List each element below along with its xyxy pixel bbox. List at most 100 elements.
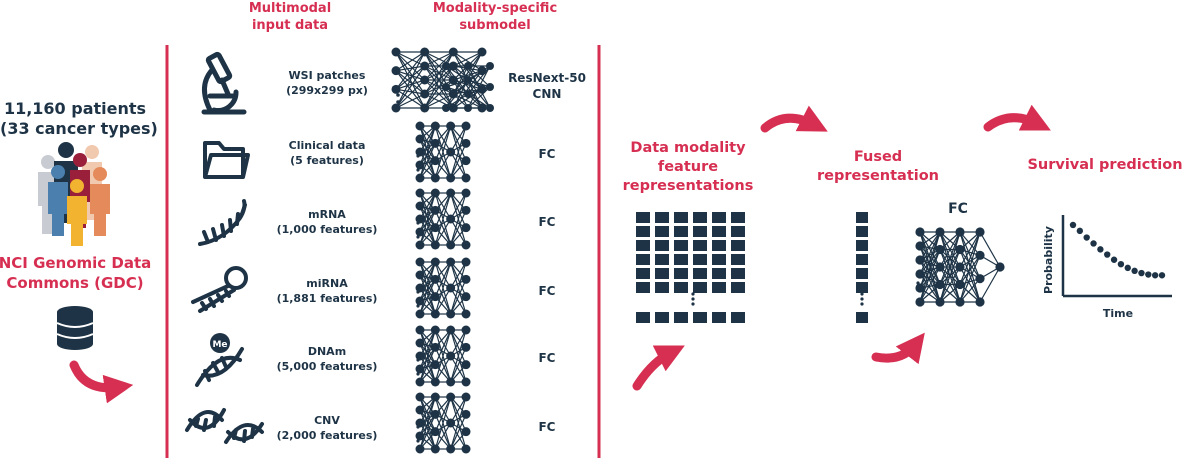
network-node [430, 427, 440, 437]
ellipsis-dot [396, 86, 400, 90]
network-node [955, 297, 965, 307]
modality-detail: (1,000 features) [276, 223, 378, 236]
network-node [995, 262, 1005, 272]
network-edge [419, 125, 436, 153]
modality-name: Clinical data [288, 139, 366, 152]
network-node [955, 279, 965, 290]
network-node [430, 325, 440, 335]
network-edge [419, 347, 436, 383]
curve-point [1158, 272, 1166, 279]
network-edge [419, 396, 436, 424]
ellipsis-dot [396, 93, 400, 97]
network-node [935, 244, 945, 255]
network-node [461, 325, 471, 335]
network-node [464, 104, 472, 112]
feature-cell [674, 312, 688, 323]
network-node [461, 377, 471, 387]
features-line-1: Data modality [630, 140, 746, 156]
network-edge [419, 329, 436, 357]
network-edge [959, 249, 981, 303]
modality-name: miRNA [306, 277, 348, 290]
network-node [464, 90, 472, 98]
feature-cell [712, 268, 726, 279]
network-node [915, 283, 925, 293]
network-graph [415, 188, 471, 250]
network-edge [395, 65, 426, 90]
survival-plot [1061, 215, 1172, 298]
fusion-fc-network [915, 227, 1005, 307]
network-node [461, 156, 471, 166]
network-edge [434, 218, 452, 246]
modality-detail: (1,881 features) [276, 292, 378, 305]
network-node [461, 360, 471, 370]
network-node [446, 418, 456, 428]
curve-point [1145, 271, 1152, 278]
network-edge [424, 51, 454, 81]
submodel-label-clinical: FC [538, 147, 556, 161]
network-edge [395, 51, 426, 90]
submodel-label-cnv: FC [538, 420, 556, 434]
network-edge [434, 396, 452, 450]
network-node [955, 244, 965, 255]
feature-cell [674, 226, 688, 237]
ellipsis-dot [691, 302, 695, 306]
arrow-to-survival [983, 104, 1051, 132]
network-edge [450, 422, 467, 450]
network-graph [415, 325, 471, 387]
fused-line-2: representation [816, 168, 940, 184]
gdc-label: NCI Genomic Data Commons (GDC) [0, 253, 154, 293]
network-node [415, 173, 425, 183]
feature-cell [712, 254, 726, 265]
submodel-label-wsi: ResNext-50 CNN [497, 70, 597, 102]
network-edge [450, 396, 467, 450]
plot-ylabel: Probability [1042, 226, 1055, 294]
network-node [415, 296, 425, 306]
network-node [415, 431, 425, 441]
network-edge [445, 86, 469, 109]
network-node [430, 309, 440, 319]
ellipsis-dot [416, 168, 420, 172]
ellipsis-dot [916, 288, 920, 292]
network-edge [959, 255, 981, 303]
feature-cell [712, 282, 726, 293]
network-edge [419, 125, 436, 166]
network-node [420, 89, 430, 99]
curve-point [1110, 256, 1118, 263]
ellipsis-dot [416, 221, 420, 225]
network-node [446, 240, 456, 250]
network-edge [450, 329, 467, 365]
network-edge [424, 51, 454, 95]
network-node [415, 418, 425, 428]
network-node [461, 427, 471, 437]
network-edge [434, 396, 452, 432]
network-node [915, 297, 925, 307]
curve-point [1097, 246, 1104, 253]
network-node [430, 377, 440, 387]
network-node [461, 309, 471, 319]
network-node [486, 104, 494, 112]
network-edge [434, 210, 452, 246]
ellipsis-dot [691, 297, 695, 301]
arrow-to-inputs [69, 360, 134, 404]
ellipsis-dot [416, 365, 420, 369]
network-edge [959, 278, 981, 303]
network-edge [395, 93, 425, 109]
network-node [430, 360, 440, 370]
curve-point [1076, 227, 1084, 235]
ellipsis-dot [416, 425, 420, 429]
network-edge [453, 70, 483, 81]
network-node [415, 214, 425, 224]
network-edge [419, 125, 436, 179]
network-edge [419, 261, 436, 297]
feature-cell [674, 282, 688, 293]
network-node [461, 342, 471, 352]
network-edge [419, 279, 436, 315]
network-edge [395, 70, 426, 109]
network-node [415, 351, 425, 361]
network-edge [419, 143, 436, 179]
feature-cell [731, 226, 745, 237]
network-node [461, 173, 471, 183]
feature-cell [731, 212, 745, 223]
